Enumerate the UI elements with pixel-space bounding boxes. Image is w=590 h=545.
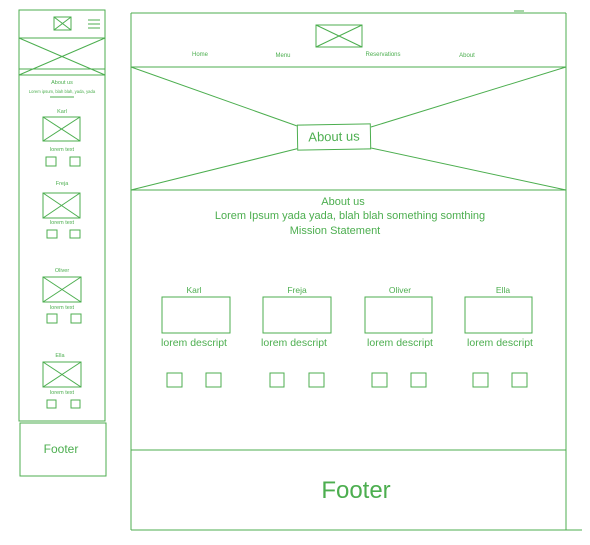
- mobile-logo-placeholder: [53, 16, 72, 31]
- nav-item-reservations[interactable]: Reservations: [365, 52, 401, 58]
- member-name-oliver: Oliver: [388, 285, 412, 295]
- mobile-member-card-karl: [42, 116, 81, 167]
- mobile-intro-body: Lorem ipsum, blah blah, yada, yada: [28, 89, 96, 94]
- mobile-member-desc-freja: lorem text: [49, 220, 75, 226]
- mobile-member-name-ella: Ella: [55, 353, 65, 359]
- member-name-freja: Freja: [287, 285, 307, 295]
- nav-item-menu[interactable]: Menu: [275, 53, 291, 59]
- desktop-member-icons-freja: [269, 372, 325, 388]
- desktop-wireframe: [130, 10, 582, 531]
- member-desc-ella: lorem descript: [467, 337, 533, 349]
- member-desc-freja: lorem descript: [261, 337, 327, 349]
- desktop-hero-image-placeholder: [130, 66, 567, 191]
- intro-body: Lorem Ipsum yada yada, blah blah somethi…: [214, 210, 486, 222]
- hero-title: About us: [296, 123, 372, 151]
- member-desc-karl: lorem descript: [161, 337, 227, 349]
- mobile-wireframe: [18, 9, 107, 477]
- desktop-member-icons-ella: [472, 372, 528, 388]
- nav-item-about[interactable]: About: [459, 53, 475, 59]
- intro-heading: About us: [321, 196, 365, 208]
- mobile-member-desc-ella: lorem text: [49, 390, 75, 396]
- desktop-member-photo-oliver: [364, 296, 433, 334]
- desktop-member-icons-oliver: [371, 372, 427, 388]
- member-name-ella: Ella: [495, 285, 511, 295]
- mobile-member-card-oliver: [42, 276, 82, 324]
- desktop-member-photo-ella: [464, 296, 533, 334]
- mobile-frame: [18, 9, 106, 422]
- mobile-footer-label: Footer: [43, 442, 79, 456]
- member-desc-oliver: lorem descript: [367, 337, 433, 349]
- mobile-member-card-freja: [42, 192, 81, 239]
- mobile-member-desc-oliver: lorem text: [49, 305, 75, 311]
- desktop-member-photo-karl: [161, 296, 231, 334]
- member-name-karl: Karl: [186, 285, 202, 295]
- nav-item-home[interactable]: Home: [191, 52, 209, 58]
- mobile-member-name-oliver: Oliver: [54, 268, 70, 274]
- desktop-footer-label: Footer: [321, 477, 391, 504]
- mobile-member-name-karl: Karl: [57, 109, 67, 115]
- desktop-member-photo-freja: [262, 296, 332, 334]
- desktop-member-icons-karl: [166, 372, 222, 388]
- desktop-logo-placeholder: [315, 24, 363, 48]
- mobile-footer-box: [19, 422, 107, 477]
- mobile-member-name-freja: Freja: [55, 181, 69, 187]
- mobile-hamburger-icon[interactable]: [88, 19, 100, 29]
- mobile-member-desc-karl: lorem text: [49, 147, 75, 153]
- mobile-member-card-ella: [42, 361, 82, 409]
- mission-statement: Mission Statement: [289, 225, 381, 237]
- mobile-intro-heading: About us: [51, 80, 73, 86]
